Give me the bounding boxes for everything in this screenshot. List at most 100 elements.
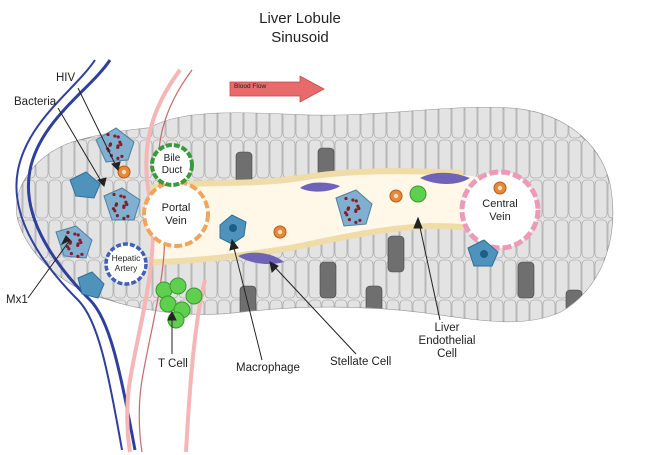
hepatocyte xyxy=(607,139,613,179)
t-cell xyxy=(185,287,203,305)
hepatocyte xyxy=(464,139,478,179)
bacteria-dots xyxy=(65,132,362,259)
hepatocyte xyxy=(581,179,595,219)
hepatocyte xyxy=(581,139,595,179)
hepatocyte xyxy=(347,259,361,299)
hepatocyte xyxy=(61,299,75,322)
bacterium xyxy=(76,254,80,259)
hepatocyte xyxy=(308,107,322,139)
hepatocyte xyxy=(35,179,49,219)
stellate-cell-2 xyxy=(420,172,470,184)
hepatocyte xyxy=(542,179,556,219)
t-cell-single xyxy=(409,185,427,203)
hepatocyte xyxy=(126,107,140,139)
central-vein-label: Central Vein xyxy=(482,198,518,223)
hepatocyte xyxy=(295,139,309,179)
hepatic-artery xyxy=(104,242,148,286)
stellate-cell-label: Stellate Cell xyxy=(330,356,392,368)
hepatocyte xyxy=(451,107,465,139)
hepatocyte xyxy=(217,299,231,322)
hiv-particles xyxy=(117,165,507,239)
hepatocyte xyxy=(503,107,517,139)
endothelial-lining-bottom xyxy=(147,222,503,265)
hepatocyte xyxy=(282,107,296,139)
hepatocyte xyxy=(282,299,296,322)
macrophage-cell-3 xyxy=(69,171,101,199)
hepatocyte xyxy=(412,107,426,139)
blood-flow-arrow xyxy=(229,75,325,103)
hepatocyte xyxy=(438,107,452,139)
t-cell xyxy=(155,281,173,299)
bacterium xyxy=(351,198,355,202)
hepatocyte xyxy=(204,139,218,179)
bile-duct xyxy=(150,143,194,187)
hiv-core xyxy=(277,229,283,235)
hepatocyte xyxy=(16,259,23,299)
bacterium xyxy=(65,245,70,249)
hepatocyte xyxy=(503,259,517,299)
hepatocyte xyxy=(464,259,478,299)
hepatocyte xyxy=(269,107,283,139)
hepatocyte xyxy=(542,259,556,299)
portal-vein-label: Portal Vein xyxy=(161,202,191,227)
blue-vessel-inner xyxy=(15,59,123,451)
hepatocyte xyxy=(594,179,608,219)
bacterium xyxy=(346,206,351,210)
hepatocyte xyxy=(386,299,400,322)
infected-cell-3 xyxy=(55,225,93,259)
t-cell xyxy=(169,277,187,295)
hepatocyte xyxy=(412,259,426,299)
blood-flow-label: Blood Flow xyxy=(234,83,267,90)
hepatocyte xyxy=(334,259,348,299)
hepatocyte xyxy=(464,107,478,139)
hepatocyte xyxy=(555,107,569,139)
hepatocyte xyxy=(451,259,465,299)
hepatocyte xyxy=(490,259,504,299)
pink-vessel-right xyxy=(138,69,193,453)
hepatocyte xyxy=(243,107,257,139)
hepatocyte xyxy=(568,139,582,179)
dark-hepatocyte xyxy=(387,235,405,273)
hepatocyte xyxy=(594,299,608,322)
bacterium xyxy=(79,240,83,245)
hepatocyte xyxy=(555,139,569,179)
hepatocyte xyxy=(594,259,608,299)
hepatocyte xyxy=(477,107,491,139)
hepatocyte xyxy=(555,259,569,299)
hepatocyte xyxy=(555,219,569,259)
hepatocyte xyxy=(74,107,88,139)
t-cell-label: T Cell xyxy=(158,358,188,370)
hepatocyte xyxy=(217,107,231,139)
bacterium xyxy=(122,205,126,209)
pointer-lines xyxy=(27,87,441,361)
liver-endothelial-cell-label: Liver Endothelial Cell xyxy=(418,322,476,360)
hepatocyte xyxy=(347,107,361,139)
hepatocyte xyxy=(581,299,595,322)
hepatocyte xyxy=(581,219,595,259)
bacterium xyxy=(119,194,123,198)
hepatocyte xyxy=(87,107,101,139)
hiv-core xyxy=(121,169,127,175)
hepatocyte xyxy=(516,107,530,139)
hepatocyte xyxy=(256,107,270,139)
dark-hepatocyte xyxy=(565,289,583,322)
hepatocyte xyxy=(542,299,556,322)
hepatocyte xyxy=(477,299,491,322)
bacterium xyxy=(116,156,120,161)
hepatocyte xyxy=(607,179,613,219)
endothelial-lining-top xyxy=(147,168,463,191)
hepatocyte xyxy=(295,259,309,299)
hepatocyte xyxy=(295,299,309,322)
pink-vessel-left xyxy=(125,68,182,453)
hepatocyte xyxy=(334,299,348,322)
hepatocyte xyxy=(204,107,218,139)
bacterium xyxy=(347,218,352,222)
bacterium xyxy=(66,230,70,235)
hepatocyte xyxy=(568,107,582,139)
title-line-2: Sinusoid xyxy=(271,29,329,46)
bacterium xyxy=(120,154,124,158)
bacterium xyxy=(116,135,120,139)
title-line-1: Liver Lobule xyxy=(259,10,341,27)
hepatocyte xyxy=(256,299,270,322)
hepatocyte xyxy=(568,179,582,219)
